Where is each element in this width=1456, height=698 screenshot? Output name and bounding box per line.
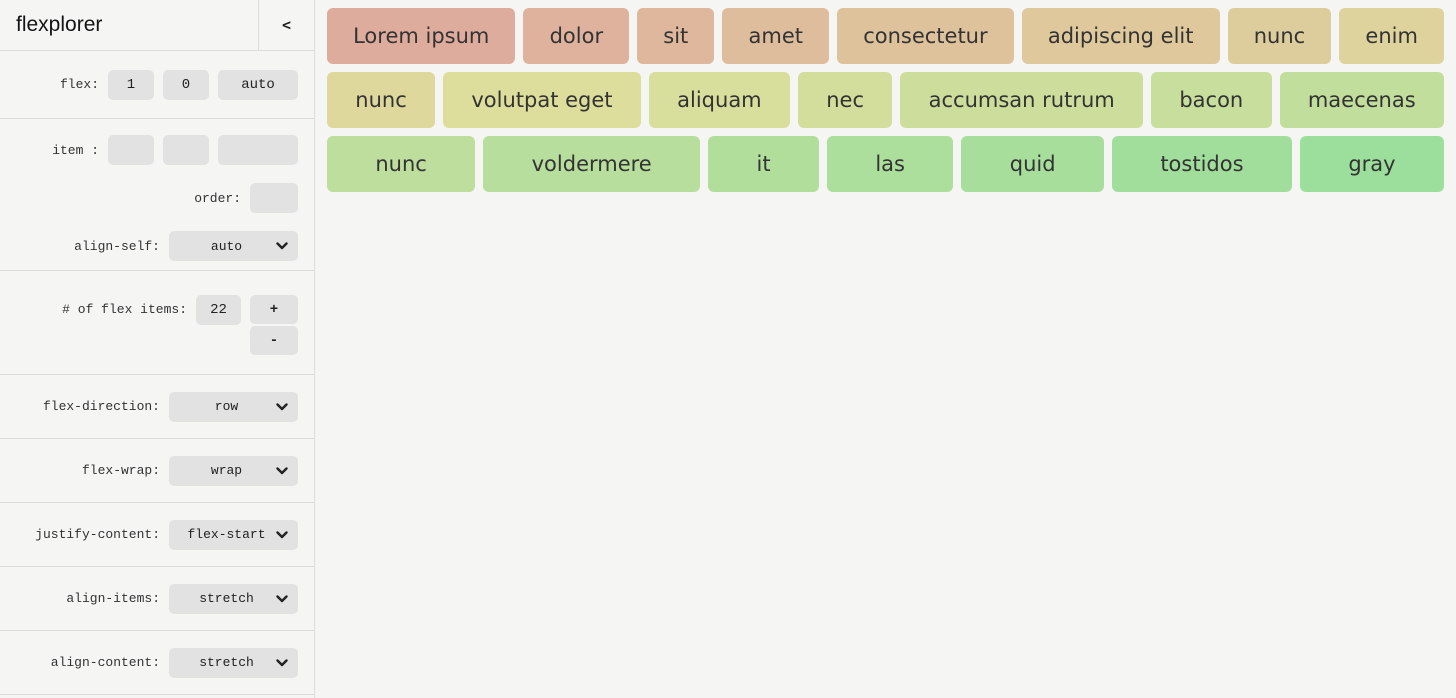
item-flex-grow-input[interactable] [108, 135, 154, 165]
order-label: order: [194, 190, 241, 206]
flex-item[interactable]: nunc [327, 136, 476, 192]
item-count-section: # of flex items: + - [0, 271, 314, 375]
flex-item[interactable]: quid [961, 136, 1104, 192]
align-items-value: stretch [199, 591, 254, 606]
chevron-left-icon: < [281, 16, 292, 34]
item-count-steppers: + - [250, 295, 298, 355]
justify-content-label: justify-content: [35, 527, 160, 542]
align-items-label: align-items: [66, 591, 160, 606]
add-item-button[interactable]: + [250, 295, 298, 324]
flex-wrap-select[interactable]: wrap [169, 455, 298, 486]
flex-item[interactable]: consectetur [837, 8, 1014, 64]
flex-label: flex: [59, 77, 99, 92]
chevron-down-icon [276, 402, 288, 411]
flex-item[interactable]: gray [1299, 136, 1444, 192]
flex-item[interactable]: maecenas [1279, 72, 1444, 128]
flex-wrap-label: flex-wrap: [81, 463, 160, 478]
flex-wrap-section: flex-wrap: wrap [0, 439, 314, 503]
chevron-down-icon [276, 466, 288, 475]
flex-item[interactable]: it [708, 136, 819, 192]
chevron-down-icon [276, 530, 288, 539]
flex-item[interactable]: tostidos [1111, 136, 1292, 192]
flex-basis-input[interactable] [218, 69, 298, 100]
flex-item[interactable]: nunc [327, 72, 436, 128]
justify-content-select[interactable]: flex-start [169, 519, 298, 550]
flex-shorthand-section: flex: [0, 51, 314, 119]
flex-item[interactable]: bacon [1151, 72, 1272, 128]
align-content-select[interactable]: stretch [169, 647, 298, 678]
flex-item[interactable]: sit [637, 8, 715, 64]
align-items-section: align-items: stretch [0, 567, 314, 631]
align-content-section: align-content: stretch [0, 631, 314, 695]
flex-item[interactable]: las [826, 136, 954, 192]
item-label: item : [52, 142, 99, 158]
sidebar-collapse-button[interactable]: < [258, 0, 314, 50]
flex-item[interactable]: voldermere [483, 136, 701, 192]
flex-item[interactable]: aliquam [648, 72, 790, 128]
order-input[interactable] [250, 183, 298, 213]
app-title: flexplorer [16, 13, 103, 36]
flex-direction-section: flex-direction: row [0, 375, 314, 439]
flex-item[interactable]: amet [722, 8, 830, 64]
flex-item[interactable]: adipiscing elit [1021, 8, 1220, 64]
chevron-down-icon [276, 242, 288, 250]
flex-item[interactable]: Lorem ipsum [327, 8, 516, 64]
flex-item[interactable]: dolor [523, 8, 630, 64]
chevron-down-icon [276, 658, 288, 667]
item-flex-basis-input[interactable] [218, 135, 298, 165]
align-self-select[interactable]: auto [169, 231, 298, 261]
item-count-label: # of flex items: [62, 302, 187, 317]
align-content-value: stretch [199, 655, 254, 670]
align-self-label: align-self: [74, 238, 160, 254]
flex-shrink-input[interactable] [163, 69, 209, 100]
sidebar: flexplorer < flex: item : order: align-s… [0, 0, 315, 698]
justify-content-section: justify-content: flex-start [0, 503, 314, 567]
chevron-down-icon [276, 594, 288, 603]
flex-item[interactable]: volutpat eget [443, 72, 641, 128]
flex-item[interactable]: nunc [1227, 8, 1332, 64]
flex-direction-select[interactable]: row [169, 391, 298, 422]
flex-item[interactable]: enim [1339, 8, 1445, 64]
flex-direction-value: row [214, 399, 239, 414]
flex-direction-label: flex-direction: [42, 399, 160, 414]
align-self-value: auto [210, 238, 243, 254]
item-count-input[interactable] [196, 295, 241, 325]
flex-item[interactable]: accumsan rutrum [900, 72, 1144, 128]
align-content-label: align-content: [50, 655, 160, 670]
item-section: item : order: align-self: auto [0, 119, 314, 271]
justify-content-value: flex-start [187, 527, 266, 542]
align-items-select[interactable]: stretch [169, 583, 298, 614]
remove-item-button[interactable]: - [250, 326, 298, 355]
flex-wrap-value: wrap [210, 463, 243, 478]
sidebar-header: flexplorer < [0, 0, 314, 51]
item-flex-shrink-input[interactable] [163, 135, 209, 165]
flex-item[interactable]: nec [797, 72, 893, 128]
flex-grow-input[interactable] [108, 69, 154, 100]
